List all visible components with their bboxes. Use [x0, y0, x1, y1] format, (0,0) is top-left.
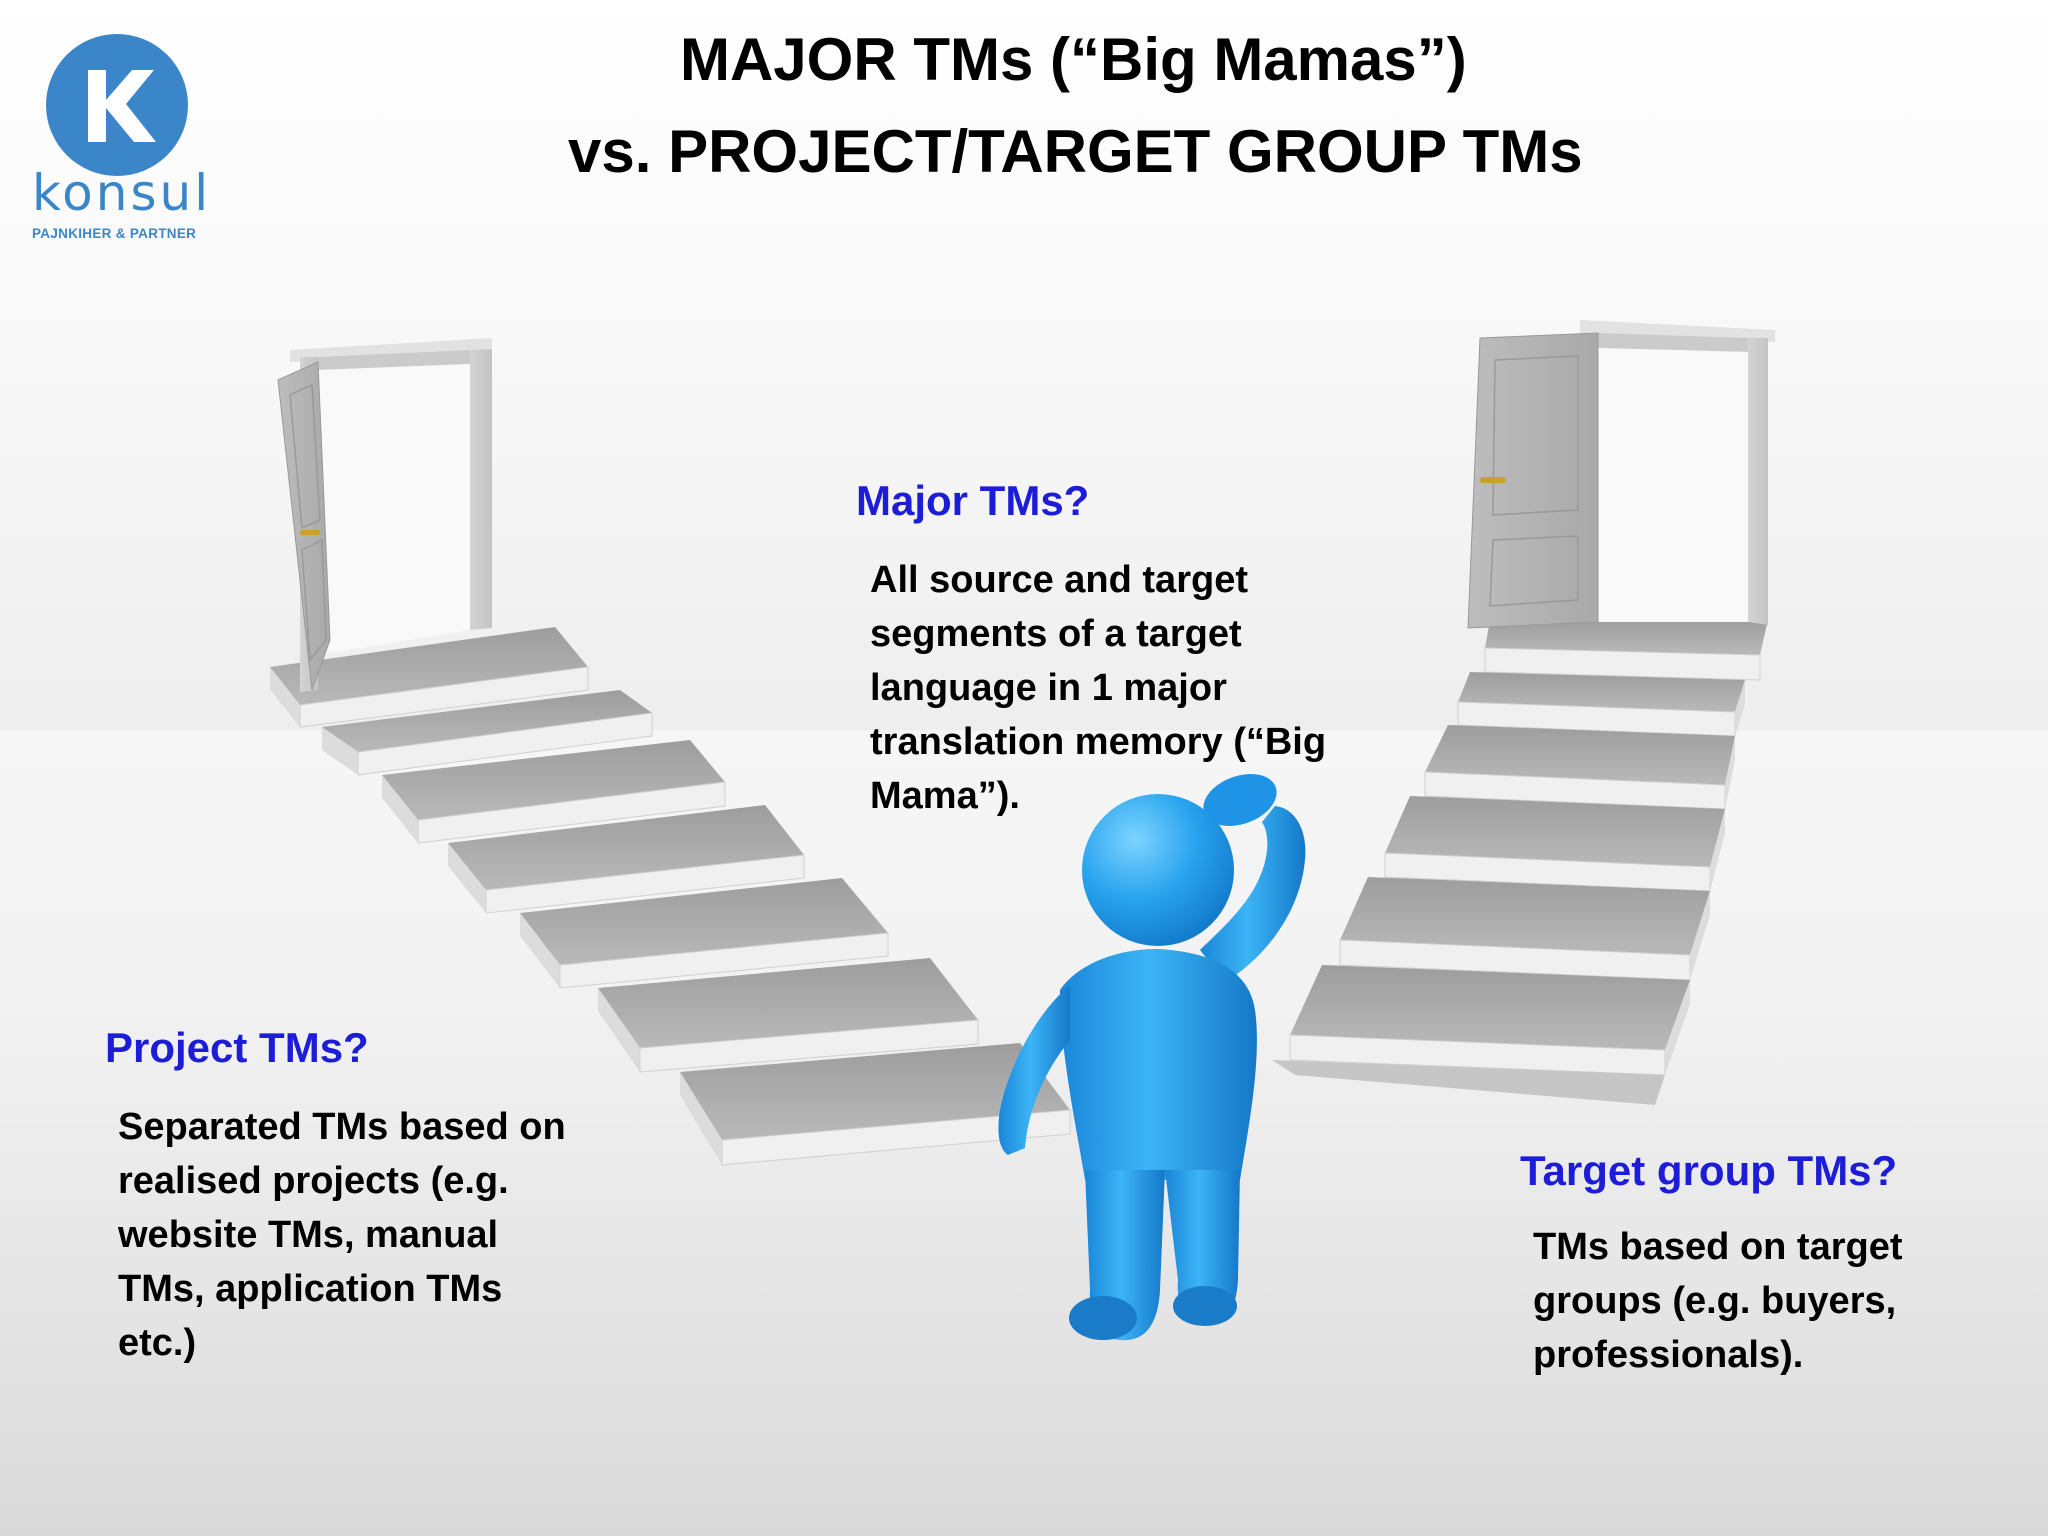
right-step: [1339, 877, 1710, 981]
right-step: [1384, 796, 1725, 892]
left-step: [382, 740, 726, 844]
major-tms-heading: Major TMs?: [856, 477, 1090, 524]
left-landing: [270, 627, 589, 728]
right-step: [1424, 725, 1735, 810]
right-step: [1457, 672, 1745, 737]
left-step: [520, 878, 889, 989]
thinking-figure: [998, 773, 1306, 1341]
right-staircase: [1272, 620, 1768, 1105]
project-tms-description: Separated TMs based on realised projects…: [118, 1106, 566, 1364]
door-handle-icon: [300, 530, 320, 535]
left-staircase: [270, 627, 1071, 1166]
left-step: [322, 690, 653, 776]
logo-subline: PAJNKIHER & PARTNER: [32, 226, 197, 241]
door-handle-icon: [1480, 477, 1506, 483]
left-step: [598, 958, 979, 1073]
right-step: [1289, 965, 1690, 1076]
left-door: [277, 338, 492, 692]
slide-title-line-2: vs. PROJECT/TARGET GROUP TMs: [568, 118, 1583, 185]
right-step: [1272, 1060, 1665, 1105]
right-door: [1467, 320, 1775, 629]
major-tms-description: All source and target segments of a targ…: [870, 559, 1327, 817]
target-group-tms-heading: Target group TMs?: [1520, 1147, 1898, 1194]
right-landing: [1484, 620, 1768, 681]
left-step: [680, 1043, 1071, 1166]
slide-title-line-1: MAJOR TMs (“Big Mamas”): [680, 26, 1467, 93]
project-tms-heading: Project TMs?: [105, 1024, 369, 1071]
target-group-tms-description: TMs based on target groups (e.g. buyers,…: [1533, 1226, 1903, 1376]
konsul-logo-icon: [46, 34, 188, 176]
left-step: [448, 805, 805, 914]
logo-wordmark: konsul: [32, 164, 212, 222]
